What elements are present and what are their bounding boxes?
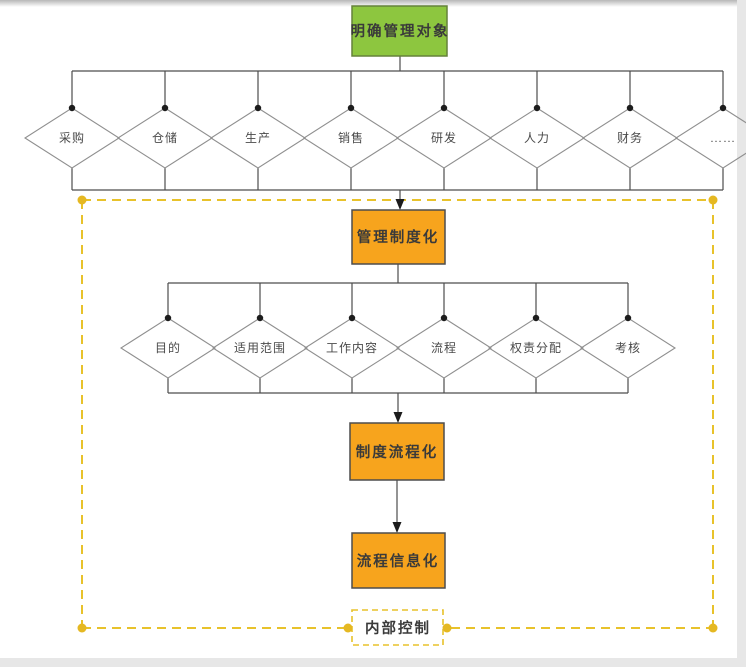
diamond-label: 考核 [615, 341, 641, 355]
diamond-shape [211, 317, 309, 379]
connector-dot [161, 104, 169, 112]
diamond-label: 目的 [155, 340, 181, 355]
diamond-shape [581, 107, 679, 169]
root-node: 明确管理对象 [351, 5, 450, 57]
level2-diamond: 权责分配 [487, 314, 585, 379]
connector-dot [533, 104, 541, 112]
connector-dot [624, 314, 632, 322]
level2-diamond: 流程 [395, 314, 493, 379]
level1-diamond: 财务 [581, 104, 679, 169]
diamond-shape [579, 317, 677, 379]
arrow-down-icon [395, 199, 405, 210]
level1-diamond: 仓储 [116, 104, 214, 169]
internal-control-label-node: 内部控制 [343, 609, 452, 646]
stage-node-box [351, 532, 446, 589]
diamond-shape [395, 107, 493, 169]
level2-diamond: 考核 [579, 314, 677, 379]
diamond-label: 适用范围 [234, 341, 286, 355]
diamond-shape [209, 107, 307, 169]
connector-dot [626, 104, 634, 112]
page-right-edge [737, 0, 746, 667]
connector-dot [256, 314, 264, 322]
level2-diamond: 目的 [119, 314, 217, 379]
stage-node-label: 管理制度化 [357, 228, 440, 246]
boundary-joint-dot [343, 623, 353, 633]
level2-connectors [167, 264, 629, 423]
level1-connectors [71, 56, 724, 210]
connector-dot [440, 314, 448, 322]
level1-diamond: 生产 [209, 104, 307, 169]
stage-node: 管理制度化 [351, 209, 446, 265]
boundary-corner-dot [77, 623, 87, 633]
diamond-label: 流程 [431, 340, 457, 355]
level1-diamond: 采购 [23, 104, 121, 169]
level1-diamond: …… [674, 104, 746, 169]
diamond-label: 研发 [431, 130, 457, 145]
diamond-shape [119, 317, 217, 379]
diamond-label: 仓储 [152, 130, 178, 145]
boundary-joint-dot [442, 623, 452, 633]
level1-diamonds: 采购 仓储 生产 销售 研发 人力 财务 [23, 104, 746, 169]
connector-dot [719, 104, 727, 112]
connector-dot [440, 104, 448, 112]
diamond-shape [395, 317, 493, 379]
stage-node-box [349, 422, 445, 481]
level1-diamond: 研发 [395, 104, 493, 169]
diamond-shape [487, 317, 585, 379]
diamond-shape [23, 107, 121, 169]
diamond-label: 工作内容 [326, 340, 378, 355]
diamond-label: 采购 [59, 130, 85, 145]
stage-node-box [351, 209, 446, 265]
diamond-shape [302, 107, 400, 169]
stage-node: 制度流程化 [349, 422, 445, 481]
level2-diamond: 适用范围 [211, 314, 309, 379]
stage-connector [392, 480, 402, 533]
diamond-shape [116, 107, 214, 169]
diamond-shape [674, 107, 746, 169]
diamond-label: 权责分配 [510, 341, 562, 355]
connector-dot [532, 314, 540, 322]
stage-node-label: 流程信息化 [357, 552, 440, 570]
arrow-down-icon [393, 412, 403, 423]
root-node-label: 明确管理对象 [351, 22, 450, 40]
boundary-corner-dot [708, 623, 718, 633]
boundary-corner-dot [77, 195, 87, 205]
connector-dot [164, 314, 172, 322]
level1-diamond: 人力 [488, 104, 586, 169]
diamond-label: 财务 [617, 130, 643, 145]
stage-node: 流程信息化 [351, 532, 446, 589]
diamond-label: 销售 [338, 130, 364, 145]
diamond-label: …… [710, 131, 736, 145]
level2-diamonds: 目的 适用范围 工作内容 流程 权责分配 考核 [119, 314, 677, 379]
level1-diamond: 销售 [302, 104, 400, 169]
page-bottom-edge [0, 658, 746, 667]
diamond-label: 生产 [245, 131, 271, 145]
connector-dot [347, 104, 355, 112]
diamond-label: 人力 [524, 131, 550, 145]
internal-control-label: 内部控制 [365, 619, 431, 637]
boundary-corner-dot [708, 195, 718, 205]
connector-dot [68, 104, 76, 112]
page-top-edge [0, 0, 746, 7]
diamond-shape [303, 317, 401, 379]
root-node-box [351, 5, 448, 57]
internal-control-label-box [351, 609, 444, 646]
connector-dot [348, 314, 356, 322]
stage-node-label: 制度流程化 [356, 443, 439, 461]
arrow-down-icon [392, 522, 402, 533]
diamond-shape [488, 107, 586, 169]
connector-dot [254, 104, 262, 112]
level2-diamond: 工作内容 [303, 314, 401, 379]
